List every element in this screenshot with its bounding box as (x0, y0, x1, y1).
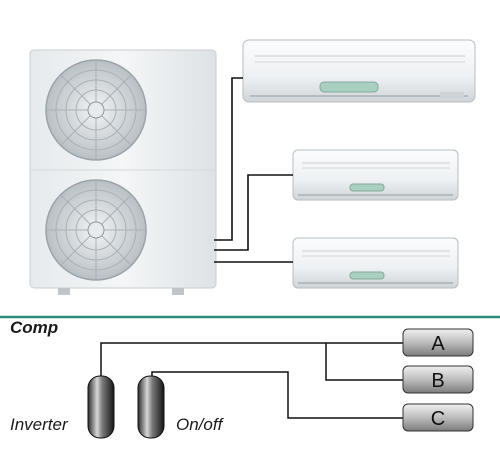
zone-label-b: B (431, 370, 444, 392)
inverter-label: Inverter (10, 415, 68, 434)
outdoor-unit (29, 49, 217, 295)
indoor-unit-bottom (292, 237, 459, 289)
refrigerant-pipes (214, 77, 293, 263)
section-title: Comp (10, 318, 59, 337)
inverter-compressor (87, 375, 115, 439)
display-panel-icon (349, 271, 385, 280)
lower-fan-icon (45, 179, 147, 281)
schematic-lines (100, 342, 404, 419)
onoff-label: On/off (176, 415, 223, 434)
display-panel-icon (349, 183, 385, 192)
indoor-unit-middle (292, 149, 459, 201)
zone-label-c: C (431, 408, 445, 430)
zone-box-b: B (402, 365, 474, 394)
display-panel-icon (319, 81, 379, 93)
zone-box-c: C (402, 403, 474, 432)
onoff-compressor (137, 375, 165, 439)
indoor-unit-top (242, 39, 476, 103)
zone-label-a: A (431, 333, 445, 355)
zone-box-a: A (402, 328, 474, 357)
upper-fan-icon (45, 59, 147, 161)
